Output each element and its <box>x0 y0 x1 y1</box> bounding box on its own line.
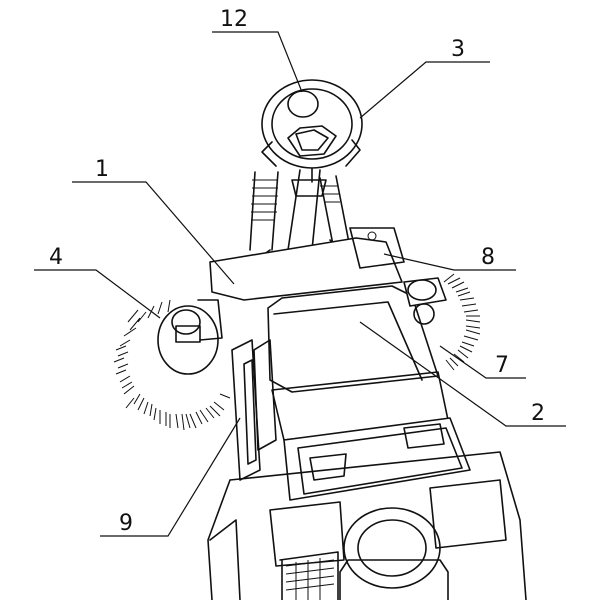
callout-8: 8 <box>481 245 495 270</box>
callout-2: 2 <box>531 401 545 426</box>
callout-7: 7 <box>495 353 509 378</box>
left-side-panel <box>231 339 261 481</box>
spring-strut <box>249 171 351 251</box>
seat-compartment <box>283 417 471 501</box>
callout-12: 12 <box>220 7 248 32</box>
hopper-lid <box>253 285 449 451</box>
leader-lines <box>34 31 566 537</box>
side-brush-left <box>113 299 231 431</box>
front-cover <box>209 227 405 301</box>
callout-9: 9 <box>119 511 133 536</box>
rear-chassis <box>207 451 527 600</box>
steering-wheel <box>261 79 363 183</box>
callout-3: 3 <box>451 37 465 62</box>
callout-1: 1 <box>95 157 109 182</box>
callout-4: 4 <box>49 245 63 270</box>
side-brush-right <box>403 273 481 371</box>
